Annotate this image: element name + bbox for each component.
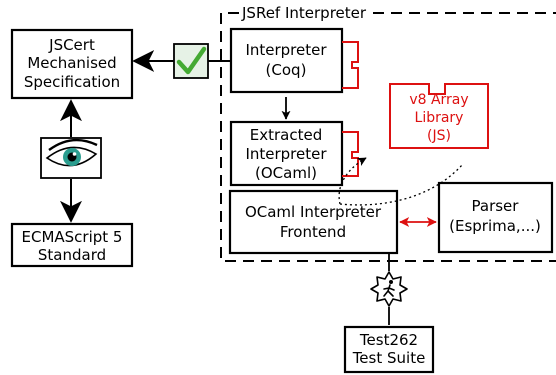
parser-node: Parser (Esprima,...) xyxy=(437,181,554,254)
test262-line-1: Test262 xyxy=(359,331,418,349)
extracted-line-1: Extracted xyxy=(250,126,322,144)
test262-node: Test262 Test Suite xyxy=(343,325,435,374)
interpreter-coq-node: Interpreter (Coq) xyxy=(229,27,359,94)
parser-line-1: Parser xyxy=(472,197,520,215)
v8-library-line-2: Library xyxy=(415,110,464,126)
connectors xyxy=(60,50,463,325)
interpreter-coq-line-1: Interpreter xyxy=(245,41,327,59)
extracted-line-2: Interpreter xyxy=(245,145,327,163)
eye-icon xyxy=(40,137,102,179)
test262-line-2: Test Suite xyxy=(352,349,426,367)
interpreter-coq-line-2: (Coq) xyxy=(266,61,307,79)
ecmascript-line-2: Standard xyxy=(38,246,106,264)
extracted-notch xyxy=(342,131,359,177)
running-cog-icon xyxy=(370,271,408,307)
jscert-line-3: Specification xyxy=(24,73,120,91)
v8-library-node: v8 Array Library (JS) xyxy=(389,83,489,149)
frontend-node: OCaml Interpreter Frontend xyxy=(228,189,399,255)
extracted-line-3: (OCaml) xyxy=(255,164,317,182)
dotted-library-link xyxy=(338,157,367,205)
ecmascript-node: ECMAScript 5 Standard xyxy=(10,222,134,268)
interpreter-coq-notch xyxy=(342,41,359,89)
jscert-line-1: JSCert xyxy=(48,36,95,54)
v8-library-line-3: (JS) xyxy=(427,128,451,144)
frontend-line-1: OCaml Interpreter xyxy=(245,203,382,221)
jscert-line-2: Mechanised xyxy=(27,54,116,72)
v8-library-line-1: v8 Array xyxy=(409,92,468,108)
check-icon xyxy=(173,43,209,79)
jscert-node: JSCert Mechanised Specification xyxy=(10,28,134,100)
frontend-line-2: Frontend xyxy=(280,223,346,241)
jsref-boundary-label: JSRef Interpreter xyxy=(241,4,367,22)
parser-line-2: (Esprima,...) xyxy=(449,217,541,235)
extracted-node: Extracted Interpreter (OCaml) xyxy=(229,120,359,187)
ecmascript-line-1: ECMAScript 5 xyxy=(22,228,123,246)
